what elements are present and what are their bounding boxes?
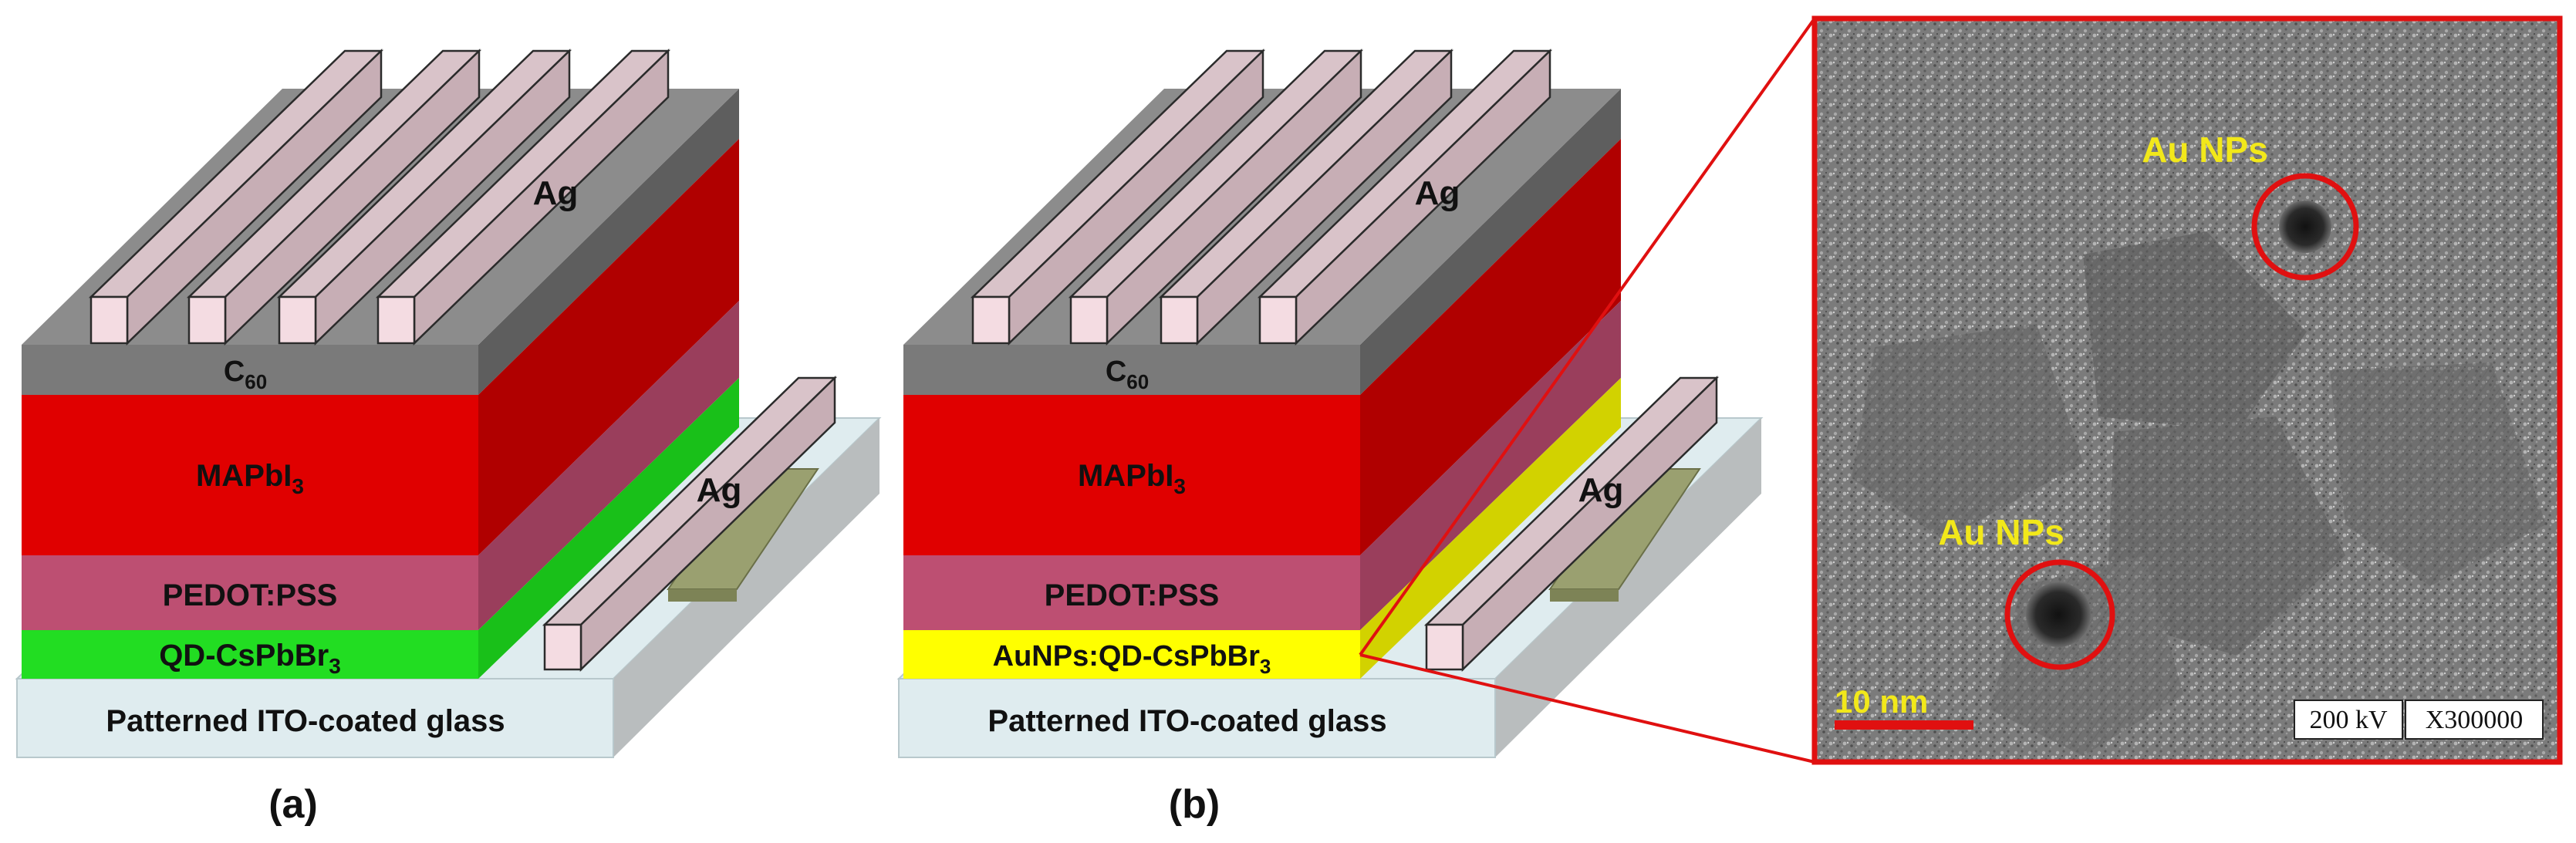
substrate-label: Patterned ITO-coated glass [106,704,505,738]
tem-frame [1811,15,2563,765]
pedot-label: PEDOT:PSS [1045,578,1220,612]
ag-finger [88,49,384,346]
qd-side [478,378,739,679]
pedot-side [478,301,739,630]
scale-bar: 10 nm [1835,683,1973,730]
au-nps-label-bottom: Au NPs [1938,512,2065,552]
au-nps-label-top: Au NPs [2142,130,2268,170]
mapbi3-label: MAPbI3 [196,459,304,498]
mapbi3-layer [22,395,478,555]
pedot-layer [903,555,1360,630]
ag-finger [1068,49,1364,346]
c60-side [478,89,739,395]
panel-b-device-stack: Ag C60 MAPbI3 PEDOT:PSS AuNPs:QD-CsPbBr3… [896,49,1764,827]
qd-label: QD-CsPbBr3 [159,639,341,678]
ag-finger [276,49,572,346]
tem-info-box: 200 kV X300000 [2294,700,2544,740]
panel-b-caption: (b) [1169,782,1220,827]
ag-finger [186,49,482,346]
substrate-label: Patterned ITO-coated glass [988,704,1386,738]
panel-a-device-stack: Ag C60 MAPbI3 PEDOT:PSS QD-CsPbBr3 Patte… [15,49,882,827]
crystal-domains [1852,231,2546,756]
mapbi3-side [1360,139,1621,555]
aunps-qd-cspbbr3-layer [903,630,1360,679]
ag-side-label: Ag [1578,471,1624,509]
ag-finger [970,49,1266,346]
c60-side [1360,89,1621,395]
ag-side-label: Ag [697,471,742,509]
c60-layer [903,345,1360,395]
ag-finger [1158,49,1454,346]
np-highlight-circle [2251,173,2359,281]
ag-side-electrode [1423,376,1720,672]
ag-finger [375,49,671,346]
panel-a-caption: (a) [268,782,318,827]
c60-layer [22,345,478,395]
ag-finger [1257,49,1553,346]
au-nanoparticle [2279,201,2331,253]
mapbi3-side [478,139,739,555]
c60-label: C60 [1106,356,1149,393]
aunps-qd-label: AuNPs:QD-CsPbBr3 [993,640,1271,678]
tem-micrograph: Au NPs Au NPs 10 nm 200 kV X300000 [1811,15,2563,765]
ag-side-electrode [542,376,838,672]
mapbi3-layer [903,395,1360,555]
pedot-label: PEDOT:PSS [163,578,338,612]
zoom-callout-lines [1359,17,1816,764]
ag-top-label: Ag [1415,174,1460,212]
voltage-label: 200 kV [2309,706,2388,734]
np-highlight-circle [2004,559,2115,670]
aunps-qd-side [1360,378,1621,679]
au-nanoparticle [2026,582,2091,647]
ag-fingers [970,49,1553,346]
ag-fingers [88,49,671,346]
mapbi3-label: MAPbI3 [1078,459,1186,498]
pedot-layer [22,555,478,630]
scale-bar-label: 10 nm [1835,683,1928,720]
magnification-label: X300000 [2426,706,2524,734]
qd-cspbbr3-layer [22,630,478,679]
ag-top-label: Ag [533,174,579,212]
c60-label: C60 [224,356,267,393]
